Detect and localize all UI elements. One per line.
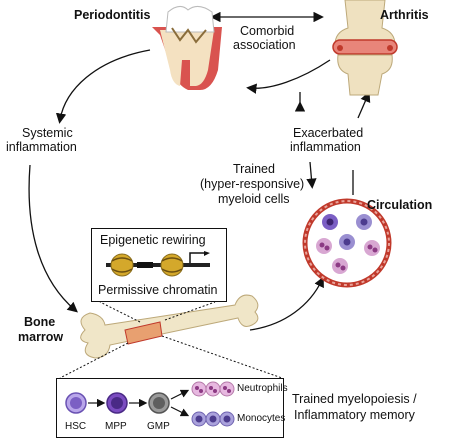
nucleosome-icon: [106, 251, 210, 277]
neutrophils-label: Neutrophils: [237, 383, 288, 394]
bone-label-1: Bone: [24, 315, 56, 329]
myelopoiesis-label-2: Inflammatory memory: [294, 408, 415, 422]
exacerbated-label-2: inflammation: [290, 140, 361, 154]
mpp-label: MPP: [105, 421, 127, 432]
systemic-label-2: inflammation: [6, 140, 77, 154]
comorbid-label-1: Comorbid: [240, 24, 295, 38]
trained-label-3: myeloid cells: [218, 192, 290, 206]
systemic-label-1: Systemic: [22, 126, 73, 140]
monocytes-label: Monocytes: [237, 413, 286, 424]
trained-label-1: Trained: [233, 162, 275, 176]
myeloid-cell-cluster: [316, 214, 380, 274]
neutrophil-cells: [191, 381, 235, 397]
gmp-label: GMP: [147, 421, 170, 432]
femur-bone-icon: [80, 294, 259, 359]
comorbid-label-2: association: [233, 38, 296, 52]
bone-label-2: marrow: [18, 330, 64, 344]
arrow-bone-to-circulation: [249, 276, 324, 331]
arrow-tooth-to-systemic: [55, 49, 151, 124]
epigenetic-label: Epigenetic rewiring: [100, 233, 206, 247]
exacerbated-label-1: Exacerbated: [293, 126, 364, 140]
arrow-exacerbated-to-arthritis: [357, 91, 371, 119]
arthritis-label: Arthritis: [380, 8, 429, 22]
monocyte-cells: [191, 411, 235, 427]
epigenetic-panel: Epigenetic rewiring Permissive chromatin: [91, 228, 227, 302]
circulation-label: Circulation: [367, 198, 433, 212]
zoom-line-bottom: [59, 335, 283, 379]
arrow-arthritis-to-tooth: [246, 59, 331, 94]
periodontitis-label: Periodontitis: [74, 8, 151, 22]
differentiation-cells: [65, 381, 235, 427]
trained-label-2: (hyper-responsive): [200, 177, 305, 191]
zoom-line-top: [99, 301, 216, 323]
hsc-label: HSC: [65, 421, 87, 432]
arrow-trained-to-circulation: [306, 161, 317, 189]
tooth-icon: [152, 6, 222, 90]
myelopoiesis-panel: HSC MPP GMP Neutrophils Monocytes: [56, 378, 288, 438]
permissive-label: Permissive chromatin: [98, 283, 218, 297]
myelopoiesis-label-1: Trained myelopoiesis /: [292, 392, 417, 406]
arrow-systemic-to-bone: [28, 164, 78, 313]
knee-joint-icon: [332, 0, 398, 96]
